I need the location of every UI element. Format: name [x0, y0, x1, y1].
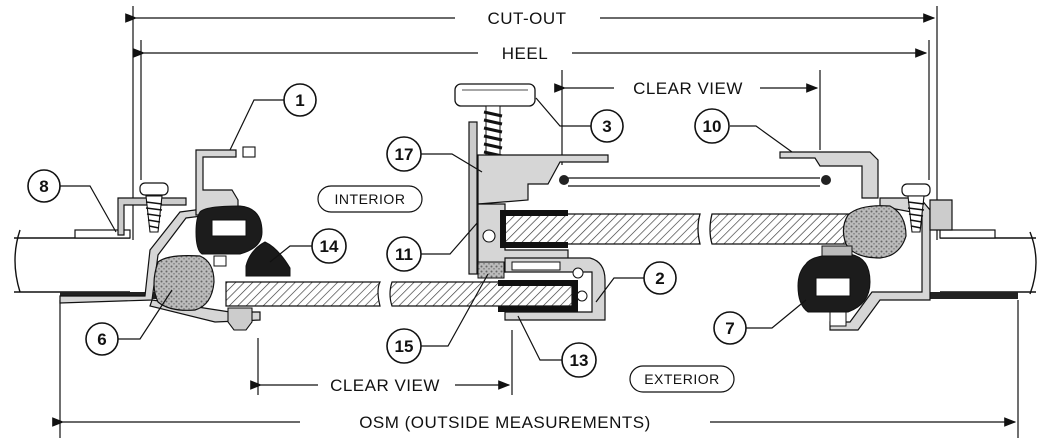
- callout-15: [386, 328, 422, 364]
- right-sash-rail: [779, 151, 879, 199]
- heel-label: HEEL: [502, 44, 548, 63]
- callout-13: [561, 342, 597, 378]
- interior-label-box: [317, 185, 423, 213]
- interior-glass-pane: [225, 281, 381, 307]
- center-post: [468, 121, 478, 275]
- leader-10: [730, 125, 793, 153]
- left-foam-tape: [153, 255, 215, 311]
- wall-right: [925, 229, 1037, 299]
- interior-label: INTERIOR: [335, 191, 406, 207]
- lower-sash-channel: [511, 261, 561, 271]
- callout-2: [643, 261, 677, 295]
- callout-10: [694, 108, 730, 144]
- callout-7: [713, 311, 747, 345]
- right-frame-profile: [829, 183, 953, 331]
- callout-11: [386, 236, 422, 272]
- callout-6: [85, 322, 119, 356]
- callout-15-number: 15: [395, 337, 414, 356]
- callout-8-number: 8: [39, 177, 48, 196]
- clearview-bottom-label: CLEAR VIEW: [330, 376, 440, 395]
- right-foam-tape: [842, 205, 907, 259]
- leader-7: [746, 299, 807, 329]
- exterior-label-box: [629, 365, 735, 393]
- callout-13-number: 13: [570, 351, 589, 370]
- callout-11-number: 11: [395, 245, 413, 264]
- wedge-seal: [245, 241, 291, 277]
- callout-17: [386, 136, 422, 172]
- callout-1: [283, 83, 317, 117]
- callout-3-number: 3: [602, 117, 611, 136]
- upper-seal-bead-left: [559, 175, 569, 185]
- callout-1-number: 1: [295, 91, 304, 110]
- callout-17-number: 17: [395, 145, 414, 164]
- leader-15: [421, 273, 489, 347]
- leader-8: [60, 185, 117, 233]
- lower-sash-boss: [572, 267, 584, 279]
- left-glazing-gasket: [195, 205, 263, 267]
- exterior-glass-pane: [504, 213, 701, 245]
- leader-14: [269, 245, 312, 263]
- leader-13: [517, 315, 562, 361]
- callout-6-number: 6: [97, 330, 106, 349]
- upper-sash-rail: [477, 154, 609, 205]
- leader-17: [421, 153, 483, 173]
- spring-pin-assembly: [454, 83, 536, 159]
- leader-11: [421, 221, 479, 255]
- osm-label: OSM (OUTSIDE MEASUREMENTS): [359, 413, 651, 432]
- callout-8: [27, 169, 61, 203]
- callout-14: [311, 228, 347, 264]
- leader-6: [118, 289, 173, 340]
- exterior-label: EXTERIOR: [644, 371, 720, 387]
- exterior-glass-gasket: [500, 210, 568, 248]
- lower-sash-boss-2: [576, 290, 588, 302]
- leader-3: [535, 97, 591, 127]
- sash-screw-boss: [482, 229, 496, 243]
- callout-7-number: 7: [725, 319, 734, 338]
- wall-left: [14, 229, 160, 299]
- interior-glass-gasket: [498, 280, 578, 312]
- callout-3: [590, 109, 624, 143]
- leader-1: [229, 99, 284, 151]
- glazing-bead-15: [477, 261, 505, 279]
- clearview-top-label: CLEAR VIEW: [633, 79, 743, 98]
- leader-2: [595, 277, 644, 303]
- right-glazing-gasket: [797, 245, 871, 327]
- inner-trim-extrusion: [195, 146, 256, 216]
- callout-10-number: 10: [703, 117, 722, 136]
- callout-14-number: 14: [320, 237, 339, 256]
- cutout-label: CUT-OUT: [487, 9, 566, 28]
- exterior-glass-pane-right: [709, 213, 861, 245]
- left-setting-block: [227, 307, 253, 331]
- callout-2-number: 2: [655, 269, 664, 288]
